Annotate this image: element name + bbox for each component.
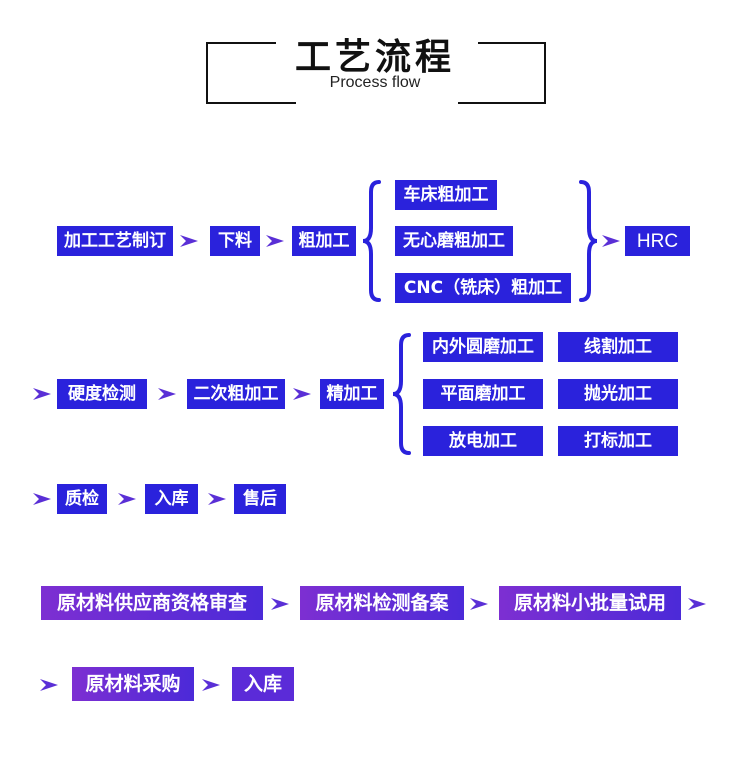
step-warehousing: 入库	[145, 484, 198, 514]
left-brace	[392, 333, 412, 455]
arrow-icon	[208, 491, 228, 507]
branch-cylindrical-grinding: 内外圆磨加工	[423, 332, 543, 362]
left-brace	[362, 180, 382, 302]
arrow-icon	[688, 596, 708, 612]
arrow-icon	[118, 491, 138, 507]
branch-lathe-rough: 车床粗加工	[395, 180, 497, 210]
arrow-icon	[293, 386, 313, 402]
step-second-rough: 二次粗加工	[187, 379, 285, 409]
branch-edm: 放电加工	[423, 426, 543, 456]
step-cutting: 下料	[210, 226, 260, 256]
arrow-icon	[266, 233, 286, 249]
branch-cnc-rough: CNC（铣床）粗加工	[395, 273, 571, 303]
title-frame	[206, 42, 546, 104]
step-after-sales: 售后	[234, 484, 286, 514]
right-brace	[578, 180, 598, 302]
branch-centerless-rough: 无心磨粗加工	[395, 226, 513, 256]
step-rough-machining: 粗加工	[292, 226, 356, 256]
arrow-icon	[202, 677, 222, 693]
step-small-batch-trial: 原材料小批量试用	[499, 586, 681, 620]
arrow-icon	[33, 491, 53, 507]
arrow-icon	[180, 233, 200, 249]
result-hrc: HRC	[625, 226, 690, 256]
step-quality-check: 质检	[57, 484, 107, 514]
arrow-icon	[470, 596, 490, 612]
page-title: 工艺流程	[294, 37, 455, 78]
arrow-icon	[40, 677, 60, 693]
branch-surface-grinding: 平面磨加工	[423, 379, 543, 409]
step-finishing: 精加工	[320, 379, 384, 409]
step-warehousing-final: 入库	[232, 667, 294, 701]
step-material-inspection: 原材料检测备案	[300, 586, 464, 620]
branch-marking: 打标加工	[558, 426, 678, 456]
branch-polishing: 抛光加工	[558, 379, 678, 409]
arrow-icon	[158, 386, 178, 402]
arrow-icon	[33, 386, 53, 402]
branch-wire-cut: 线割加工	[558, 332, 678, 362]
step-supplier-qualification: 原材料供应商资格审查	[41, 586, 263, 620]
arrow-icon	[602, 233, 622, 249]
arrow-icon	[271, 596, 291, 612]
page-subtitle: Process flow	[329, 74, 421, 91]
step-material-purchase: 原材料采购	[72, 667, 194, 701]
step-process-planning: 加工工艺制订	[57, 226, 173, 256]
step-hardness-test: 硬度检测	[57, 379, 147, 409]
